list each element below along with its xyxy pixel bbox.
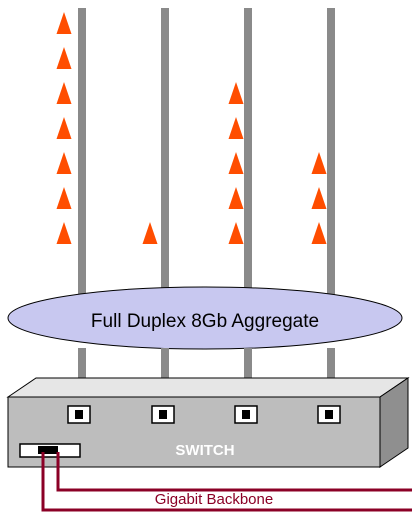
traffic-arrow-port-3: [228, 117, 244, 139]
traffic-arrow-port-2: [142, 222, 158, 244]
port-4: [317, 405, 341, 424]
backbone-cable-a: [41, 452, 412, 512]
aggregate-label: Full Duplex 8Gb Aggregate: [91, 311, 319, 332]
traffic-arrow-port-1: [56, 47, 72, 69]
link-cable-2-upper: [161, 8, 169, 303]
traffic-arrow-port-4: [311, 187, 327, 209]
backbone-label: Gigabit Backbone: [155, 491, 273, 508]
traffic-arrow-port-1: [56, 12, 72, 34]
link-cable-4-upper: [327, 8, 335, 303]
port-3: [234, 405, 258, 424]
traffic-arrow-port-1: [56, 222, 72, 244]
port-2: [151, 405, 175, 424]
traffic-arrow-port-3: [228, 152, 244, 174]
traffic-arrow-port-1: [56, 152, 72, 174]
traffic-arrow-port-4: [311, 222, 327, 244]
backbone-cables: [41, 452, 412, 512]
traffic-arrow-port-1: [56, 82, 72, 104]
switch-top-face: [6, 377, 410, 398]
switch-label: SWITCH: [175, 442, 234, 459]
traffic-arrow-port-1: [56, 117, 72, 139]
port-1: [67, 405, 91, 424]
traffic-arrow-port-3: [228, 82, 244, 104]
traffic-arrow-port-3: [228, 222, 244, 244]
link-cable-3-upper: [244, 8, 252, 303]
aggregate-ellipse: [7, 286, 403, 350]
aggregate-ellipse-group: Full Duplex 8Gb Aggregate: [7, 286, 403, 350]
switch: SWITCH: [6, 377, 410, 468]
uplink-port: [19, 443, 81, 458]
link-cable-1-upper: [78, 8, 86, 303]
upper-links: [78, 8, 335, 303]
traffic-arrow-port-1: [56, 187, 72, 209]
traffic-arrow-port-3: [228, 187, 244, 209]
traffic-arrows: [56, 12, 327, 244]
traffic-arrow-port-4: [311, 152, 327, 174]
backbone-cable-b: [56, 452, 412, 492]
